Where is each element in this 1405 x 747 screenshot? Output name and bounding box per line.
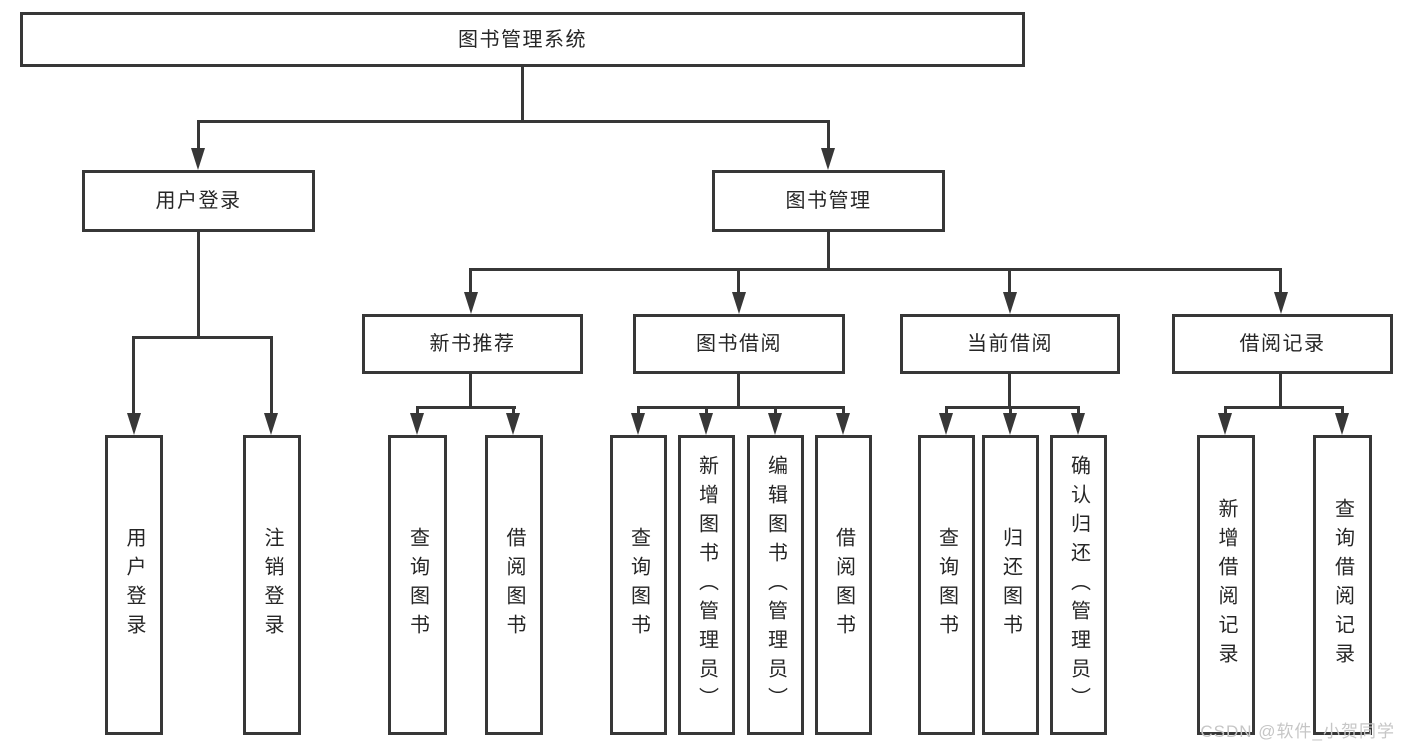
arrowhead-br-add — [1218, 413, 1232, 435]
connector-drop-borrow-records — [1279, 268, 1282, 294]
connector-current-borrow-stem — [1008, 374, 1011, 409]
leaf-borrow-query-books: 查询图书 — [610, 435, 667, 735]
arrowhead-book-management — [821, 148, 835, 170]
connector-drop-nb-borrow — [512, 406, 515, 415]
connector-drop-leaf-login — [132, 336, 135, 415]
leaf-current-query-books: 查询图书 — [918, 435, 975, 735]
arrowhead-leaf-login — [127, 413, 141, 435]
connector-drop-cb-return — [1009, 406, 1012, 415]
connector-user-login-stem — [197, 232, 200, 339]
node-borrowing-records-label: 借阅记录 — [1239, 333, 1326, 355]
connector-drop-bb-borrow — [842, 406, 845, 415]
node-book-borrowing-label: 图书借阅 — [696, 333, 782, 355]
arrowhead-current-borrow — [1003, 292, 1017, 314]
node-current-borrowing-label: 当前借阅 — [967, 333, 1053, 355]
connector-drop-current-borrow — [1008, 268, 1011, 294]
node-user-login-label: 用户登录 — [155, 190, 242, 212]
connector-borrow-records-branch — [1224, 406, 1344, 409]
connector-drop-cb-confirm — [1077, 406, 1080, 415]
node-book-borrowing: 图书借阅 — [633, 314, 845, 374]
arrowhead-nb-borrow — [506, 413, 520, 435]
arrowhead-bb-add — [699, 413, 713, 435]
node-user-login: 用户登录 — [82, 170, 315, 232]
connector-book-management-stem — [827, 232, 830, 270]
arrowhead-new-book — [464, 292, 478, 314]
connector-drop-br-add — [1224, 406, 1227, 415]
node-new-book-recommend-label: 新书推荐 — [429, 333, 516, 355]
leaf-borrow-edit-books-admin: 编辑图书（管理员） — [747, 435, 804, 735]
leaf-current-return-books: 归还图书 — [982, 435, 1039, 735]
arrowhead-cb-return — [1003, 413, 1017, 435]
arrowhead-leaf-logout — [264, 413, 278, 435]
node-new-book-recommend: 新书推荐 — [362, 314, 583, 374]
arrowhead-book-borrow — [732, 292, 746, 314]
connector-drop-new-book — [469, 268, 472, 294]
arrowhead-user-login — [191, 148, 205, 170]
connector-current-borrow-branch — [945, 406, 1080, 409]
leaf-logout-login-label: 注销登录 — [261, 527, 283, 643]
connector-root-stem — [521, 67, 524, 123]
leaf-records-query-record-label: 查询借阅记录 — [1331, 498, 1354, 672]
leaf-newbook-borrow-books-label: 借阅图书 — [503, 527, 525, 643]
connector-drop-bb-edit — [774, 406, 777, 415]
node-library-system-label: 图书管理系统 — [458, 28, 587, 51]
connector-book-borrow-stem — [737, 374, 740, 409]
arrowhead-nb-query — [410, 413, 424, 435]
connector-new-book-branch — [416, 406, 516, 409]
leaf-borrow-borrow-books: 借阅图书 — [815, 435, 872, 735]
connector-drop-br-query — [1341, 406, 1344, 415]
connector-user-login-branch — [132, 336, 273, 339]
leaf-records-add-record: 新增借阅记录 — [1197, 435, 1255, 735]
node-library-system: 图书管理系统 — [20, 12, 1025, 67]
connector-book-management-branch — [469, 268, 1282, 271]
leaf-records-add-record-label: 新增借阅记录 — [1215, 498, 1237, 672]
connector-root-branch — [197, 120, 830, 123]
arrowhead-br-query — [1335, 413, 1349, 435]
arrowhead-bb-borrow — [836, 413, 850, 435]
connector-new-book-stem — [469, 374, 472, 409]
connector-drop-leaf-logout — [270, 336, 273, 415]
arrowhead-bb-edit — [768, 413, 782, 435]
leaf-records-query-record: 查询借阅记录 — [1313, 435, 1372, 735]
connector-drop-bb-add — [705, 406, 708, 415]
connector-drop-book-borrow — [737, 268, 740, 294]
connector-drop-nb-query — [416, 406, 419, 415]
leaf-current-confirm-return-admin: 确认归还（管理员） — [1050, 435, 1107, 735]
connector-drop-user-login — [197, 120, 200, 150]
leaf-borrow-add-books-admin-label: 新增图书（管理员） — [695, 454, 718, 716]
leaf-borrow-query-books-label: 查询图书 — [627, 527, 650, 643]
leaf-current-confirm-return-admin-label: 确认归还（管理员） — [1067, 454, 1090, 716]
leaf-borrow-borrow-books-label: 借阅图书 — [832, 527, 855, 643]
connector-drop-cb-query — [945, 406, 948, 415]
arrowhead-borrow-records — [1274, 292, 1288, 314]
leaf-newbook-query-books: 查询图书 — [388, 435, 447, 735]
leaf-newbook-query-books-label: 查询图书 — [406, 527, 429, 643]
node-book-management-label: 图书管理 — [785, 190, 872, 212]
leaf-borrow-add-books-admin: 新增图书（管理员） — [678, 435, 735, 735]
leaf-newbook-borrow-books: 借阅图书 — [485, 435, 543, 735]
arrowhead-cb-confirm — [1071, 413, 1085, 435]
leaf-user-login: 用户登录 — [105, 435, 163, 735]
leaf-current-return-books-label: 归还图书 — [999, 527, 1022, 643]
connector-borrow-records-stem — [1279, 374, 1282, 409]
leaf-borrow-edit-books-admin-label: 编辑图书（管理员） — [764, 454, 787, 716]
node-book-management: 图书管理 — [712, 170, 945, 232]
node-borrowing-records: 借阅记录 — [1172, 314, 1393, 374]
watermark: CSDN @软件_小贺同学 — [1200, 722, 1395, 741]
leaf-logout-login: 注销登录 — [243, 435, 301, 735]
connector-drop-book-management — [827, 120, 830, 150]
connector-book-borrow-branch — [637, 406, 845, 409]
arrowhead-cb-query — [939, 413, 953, 435]
connector-drop-bb-query — [637, 406, 640, 415]
node-current-borrowing: 当前借阅 — [900, 314, 1120, 374]
leaf-user-login-label: 用户登录 — [123, 527, 145, 643]
leaf-current-query-books-label: 查询图书 — [935, 527, 958, 643]
arrowhead-bb-query — [631, 413, 645, 435]
